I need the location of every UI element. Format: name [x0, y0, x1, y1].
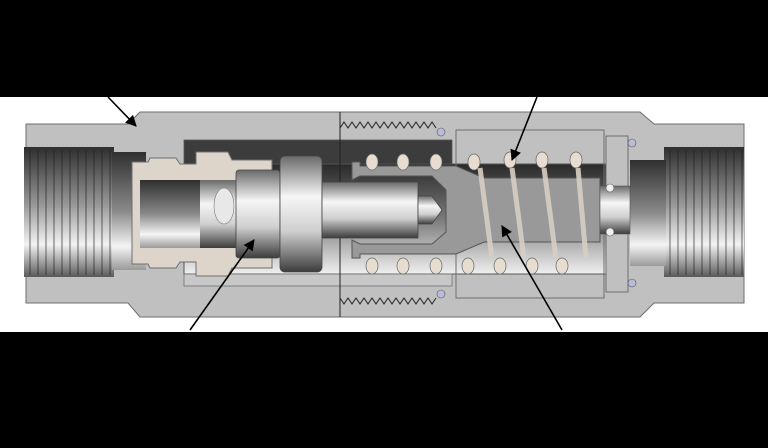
redaction-bar-bottom — [0, 332, 768, 448]
callout-leader-top-right — [510, 97, 538, 162]
o-ring — [627, 138, 637, 148]
spring-guide — [351, 161, 601, 259]
poppet-stem — [321, 181, 419, 239]
o-ring — [436, 127, 446, 137]
spring — [365, 151, 583, 275]
o-ring — [436, 289, 446, 299]
callout-leader-bottom-right — [501, 225, 563, 331]
o-ring — [627, 278, 637, 288]
redaction-bar-top — [0, 0, 768, 97]
poppet-head — [235, 169, 281, 259]
poppet-disc — [279, 155, 323, 273]
inlet-thread — [24, 147, 114, 277]
callout-leader-bottom-left — [189, 239, 255, 331]
callout-leader-top-left — [107, 97, 137, 127]
valve-diagram — [0, 97, 768, 332]
outlet-thread — [664, 147, 744, 277]
